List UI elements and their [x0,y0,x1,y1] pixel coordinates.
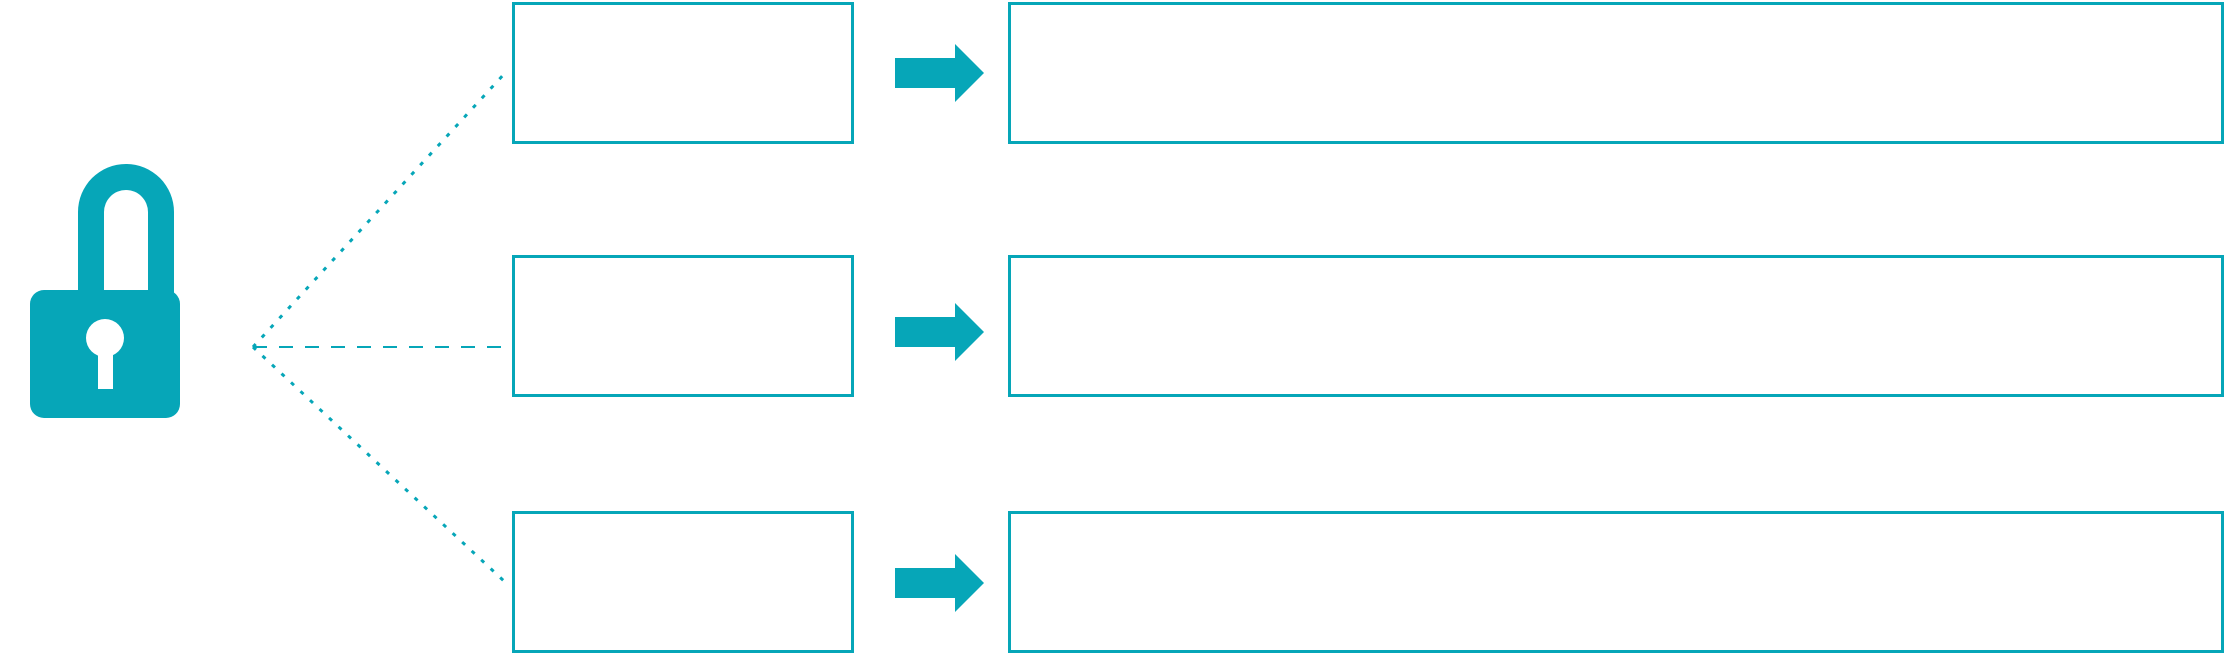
arrow-right-icon-row-3 [895,554,984,612]
connector-group [251,71,507,584]
right-box-row-3[interactable] [1008,511,2224,653]
left-box-row-3[interactable] [512,511,854,653]
connector-to-row-3 [251,345,507,584]
left-box-row-1[interactable] [512,2,854,144]
lock-icon [30,164,180,418]
right-box-row-1[interactable] [1008,2,2224,144]
arrow-right-icon-row-1 [895,44,984,102]
right-box-row-2[interactable] [1008,255,2224,397]
arrow-group [895,44,984,612]
left-box-row-2[interactable] [512,255,854,397]
source-node-lock[interactable] [30,200,210,420]
arrow-right-icon-row-2 [895,303,984,361]
connector-to-row-1 [251,71,507,349]
